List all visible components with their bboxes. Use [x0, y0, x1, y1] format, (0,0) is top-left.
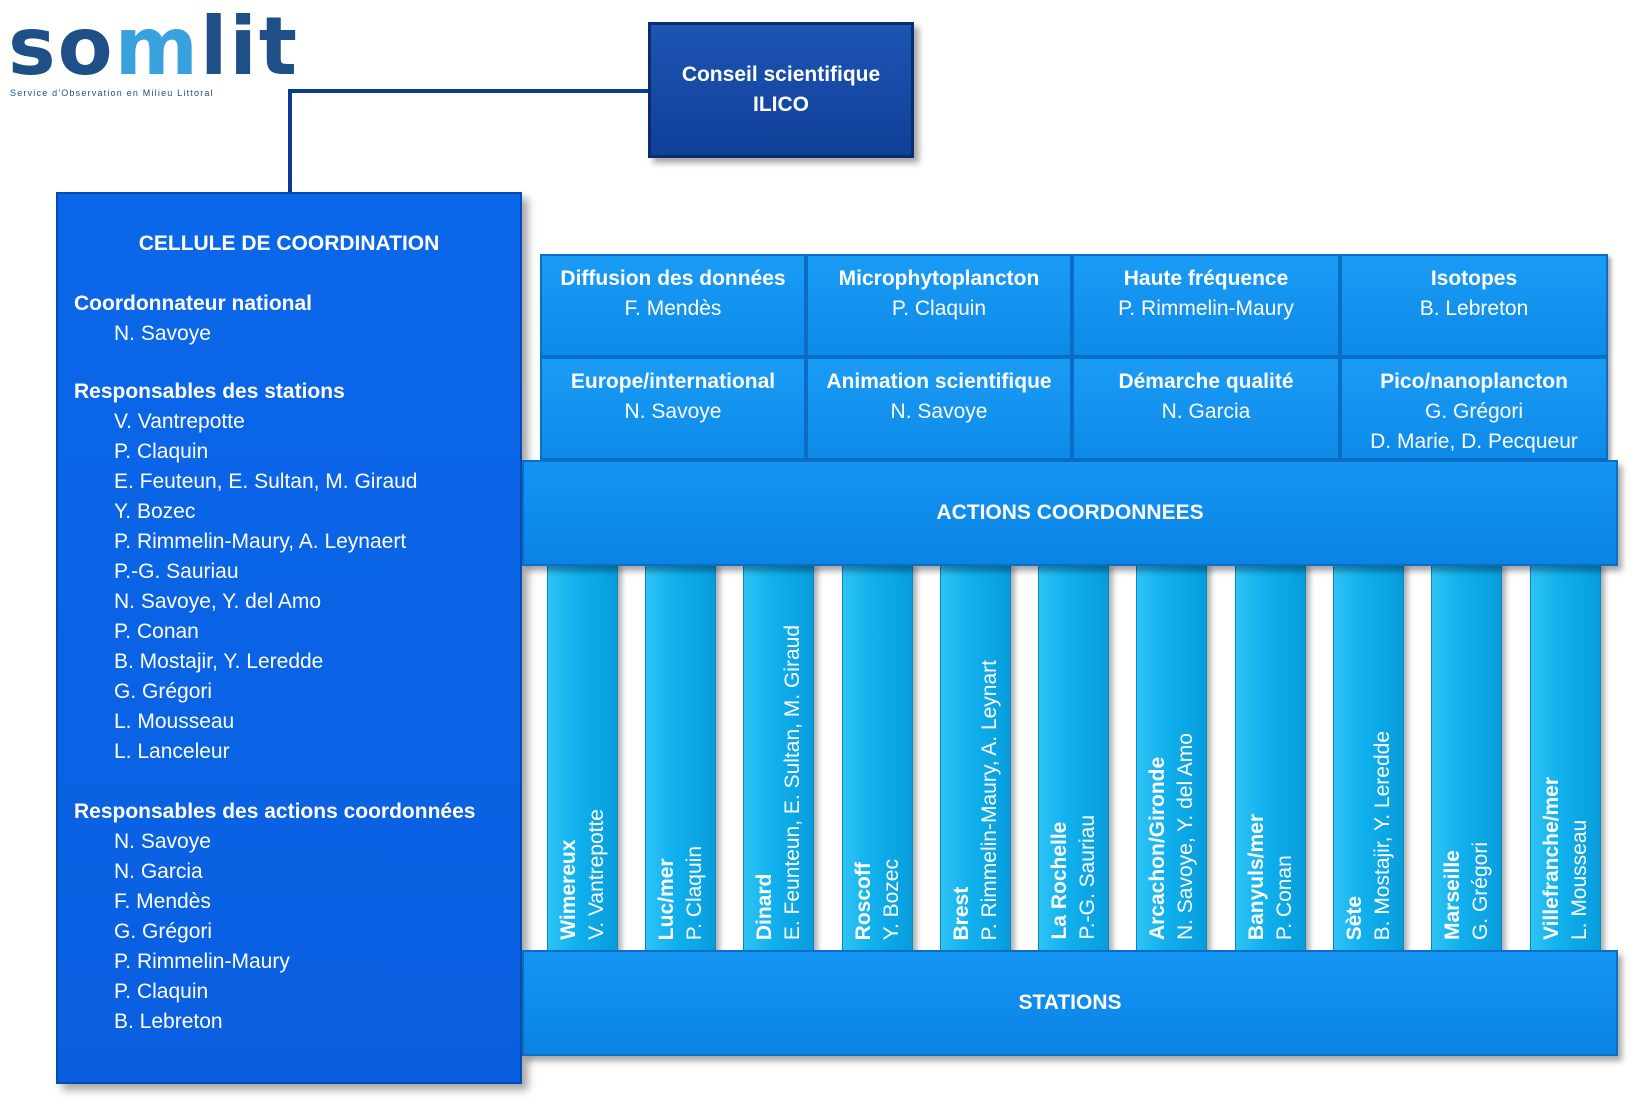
station-manager: E. Feuteun, E. Sultan, M. Giraud	[114, 470, 418, 493]
actions-band-label: ACTIONS COORDONNEES	[936, 501, 1204, 524]
action-title: Pico/nanoplancton	[1380, 370, 1568, 393]
station-people: E. Feunteun, E. Sultan, M. Giraud	[780, 624, 804, 940]
station-manager: L. Mousseau	[114, 710, 235, 733]
station-manager: P.-G. Sauriau	[114, 560, 239, 583]
action-manager: P. Claquin	[114, 980, 209, 1003]
action-title: Diffusion des données	[560, 267, 786, 290]
conseil-line2: ILICO	[753, 93, 809, 116]
station-manager: B. Mostajir, Y. Leredde	[114, 650, 324, 673]
action-manager: P. Rimmelin-Maury	[114, 950, 290, 973]
action-person: G. Grégori	[1424, 400, 1524, 423]
station-manager: P. Conan	[114, 620, 199, 643]
action-manager: N. Garcia	[114, 860, 203, 883]
action-title: Haute fréquence	[1123, 267, 1289, 290]
action-manager: G. Grégori	[114, 920, 213, 943]
conseil-line1: Conseil scientifique	[681, 63, 881, 86]
station-manager: P. Rimmelin-Maury, A. Leynaert	[114, 530, 407, 553]
logo-subtitle: Service d'Observation en Milieu Littoral	[10, 88, 214, 98]
actions-heading: Responsables des actions coordonnées	[74, 800, 476, 823]
station-name: Villefranche/mer	[1539, 776, 1563, 940]
station-people: Y. Bozec	[879, 858, 903, 940]
station-name: Sète	[1342, 895, 1366, 940]
stations-band-label: STATIONS	[1018, 991, 1122, 1014]
logo-wordmark: somlit	[8, 0, 300, 93]
action-person: N. Garcia	[1161, 400, 1251, 423]
station-name: Wimereux	[556, 839, 580, 940]
action-person: P. Claquin	[891, 297, 987, 320]
station-people: P. Conan	[1272, 855, 1296, 940]
station-name: Dinard	[752, 873, 776, 940]
station-manager: G. Grégori	[114, 680, 213, 703]
action-cell: Isotopes B. Lebreton	[1340, 254, 1608, 357]
somlit-logo: somlit Service d'Observation en Milieu L…	[8, 4, 297, 100]
station-name: La Rochelle	[1047, 822, 1071, 940]
action-cell: Europe/international N. Savoye	[540, 357, 806, 460]
action-cell: Haute fréquence P. Rimmelin-Maury	[1072, 254, 1340, 357]
action-person: B. Lebreton	[1419, 297, 1529, 320]
station-name: Arcachon/Gironde	[1145, 756, 1169, 940]
station-people: N. Savoye, Y. del Amo	[1173, 732, 1197, 940]
station-manager: P. Claquin	[114, 440, 209, 463]
station-name: Banyuls/mer	[1244, 813, 1268, 940]
station-people: P.-G. Sauriau	[1075, 815, 1099, 940]
stations-band: STATIONS	[522, 950, 1618, 1056]
action-person: N. Savoye	[890, 400, 988, 423]
action-person: N. Savoye	[624, 400, 722, 423]
connector-horizontal	[288, 89, 650, 93]
action-manager: F. Mendès	[114, 890, 211, 913]
stations-heading: Responsables des stations	[74, 380, 345, 403]
cellule-title: CELLULE DE COORDINATION	[138, 232, 440, 255]
action-title: Europe/international	[570, 370, 776, 393]
station-name: Marseille	[1440, 850, 1464, 940]
station-manager: V. Vantrepotte	[114, 410, 245, 433]
station-name: Luc/mer	[654, 858, 678, 940]
action-person: D. Marie, D. Pecqueur	[1370, 430, 1578, 453]
conseil-scientifique-box: Conseil scientifique ILICO	[648, 22, 914, 158]
action-manager: N. Savoye	[114, 830, 211, 853]
cellule-coordination-box: CELLULE DE COORDINATION Coordonnateur na…	[56, 192, 522, 1084]
action-cell: Pico/nanoplancton G. Grégori D. Marie, D…	[1340, 357, 1608, 460]
action-person: P. Rimmelin-Maury	[1118, 297, 1294, 320]
action-title: Microphytoplancton	[838, 267, 1040, 290]
station-people: V. Vantrepotte	[584, 809, 608, 940]
station-people: L. Mousseau	[1567, 819, 1591, 940]
action-title: Démarche qualité	[1118, 370, 1294, 393]
station-manager: L. Lanceleur	[114, 740, 230, 763]
station-manager: Y. Bozec	[114, 500, 196, 523]
actions-coordonnees-band: ACTIONS COORDONNEES	[522, 460, 1618, 566]
action-manager: B. Lebreton	[114, 1010, 223, 1033]
station-people: P. Rimmelin-Maury, A. Leynart	[977, 659, 1001, 941]
connector-vertical	[288, 89, 292, 193]
action-person: F. Mendès	[624, 297, 722, 320]
action-cell: Microphytoplancton P. Claquin	[806, 254, 1072, 357]
station-people: P. Claquin	[682, 845, 706, 940]
action-title: Animation scientifique	[826, 370, 1052, 393]
action-title: Isotopes	[1430, 267, 1518, 290]
station-name: Brest	[949, 886, 973, 940]
action-cell: Démarche qualité N. Garcia	[1072, 357, 1340, 460]
station-manager: N. Savoye, Y. del Amo	[114, 590, 322, 613]
national-name: N. Savoye	[114, 322, 211, 345]
action-cell: Diffusion des données F. Mendès	[540, 254, 806, 357]
action-cell: Animation scientifique N. Savoye	[806, 357, 1072, 460]
station-name: Roscoff	[851, 861, 875, 940]
station-people: G. Grégori	[1468, 841, 1492, 940]
national-heading: Coordonnateur national	[74, 292, 312, 315]
station-people: B. Mostajir, Y. Leredde	[1370, 730, 1394, 940]
